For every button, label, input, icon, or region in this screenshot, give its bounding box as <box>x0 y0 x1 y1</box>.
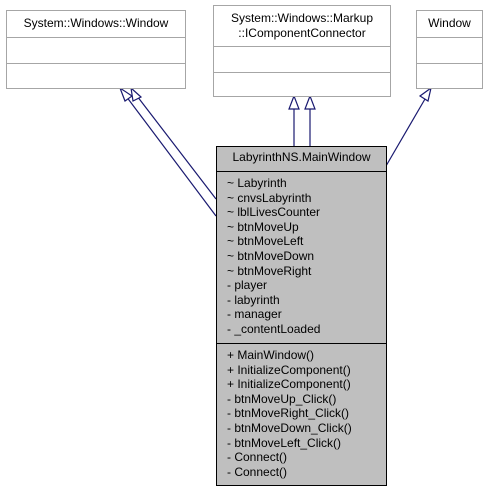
class-attribute: ~ btnMoveLeft <box>227 234 304 249</box>
class-attribute: ~ btnMoveUp <box>227 219 299 234</box>
class-operation: - btnMoveUp_Click() <box>227 391 337 406</box>
class-system-windows-window: System::Windows::Window <box>6 10 186 89</box>
class-title: LabyrinthNS.MainWindow <box>217 147 386 172</box>
class-operation: + MainWindow() <box>227 348 315 362</box>
class-icomponentconnector: System::Windows::Markup ::IComponentConn… <box>213 5 391 97</box>
inheritance-arrowhead-window <box>418 86 432 102</box>
class-attribute: - labyrinth <box>227 292 280 307</box>
inheritance-arrowhead-window-base-2 <box>130 86 143 102</box>
class-attribute: ~ btnMoveDown <box>227 248 315 263</box>
class-operation: + InitializeComponent() <box>227 362 351 377</box>
class-attribute: - player <box>227 278 268 293</box>
class-operation: - Connect() <box>227 464 288 479</box>
class-attributes-section <box>214 47 390 73</box>
inheritance-edge-window-base-2 <box>136 95 217 200</box>
class-title-line-2: ::IComponentConnector <box>238 25 366 40</box>
class-operation: - btnMoveRight_Click() <box>227 406 350 421</box>
class-title: System::Windows::Markup ::IComponentConn… <box>214 6 390 47</box>
class-attribute: ~ Labyrinth <box>227 176 287 190</box>
inheritance-arrowhead-connector-2 <box>304 94 316 110</box>
class-attribute: ~ btnMoveRight <box>227 263 312 278</box>
class-attribute: - _contentLoaded <box>227 321 321 336</box>
class-title-line-1: System::Windows::Markup <box>230 11 374 25</box>
class-operation: - btnMoveDown_Click() <box>227 420 352 435</box>
class-attributes-section <box>417 38 482 64</box>
class-attribute: - manager <box>227 307 282 322</box>
inheritance-arrowhead-window-base-1 <box>118 86 134 102</box>
class-operations-section <box>417 64 482 88</box>
class-title: System::Windows::Window <box>7 11 185 38</box>
class-operations-section <box>214 73 390 96</box>
class-operation: - btnMoveLeft_Click() <box>227 435 342 450</box>
class-operations-section <box>7 64 185 88</box>
class-window: Window <box>416 10 483 89</box>
class-attributes-section: ~ Labyrinth~ cnvsLabyrinth~ lblLivesCoun… <box>217 172 386 344</box>
inheritance-edge-window <box>385 98 426 167</box>
class-operations-section: + MainWindow()+ InitializeComponent()+ I… <box>217 344 386 485</box>
class-operation: + InitializeComponent() <box>227 377 351 392</box>
inheritance-arrowhead-connector-1 <box>288 94 300 110</box>
class-title: Window <box>417 11 482 38</box>
class-operation: - Connect() <box>227 450 288 465</box>
class-attribute: ~ lblLivesCounter <box>227 205 321 220</box>
class-attribute: ~ cnvsLabyrinth <box>227 190 312 205</box>
class-attributes-section <box>7 38 185 64</box>
class-labyrinthns-mainwindow: LabyrinthNS.MainWindow ~ Labyrinth~ cnvs… <box>216 146 387 486</box>
inheritance-edge-window-base-1 <box>125 95 217 217</box>
